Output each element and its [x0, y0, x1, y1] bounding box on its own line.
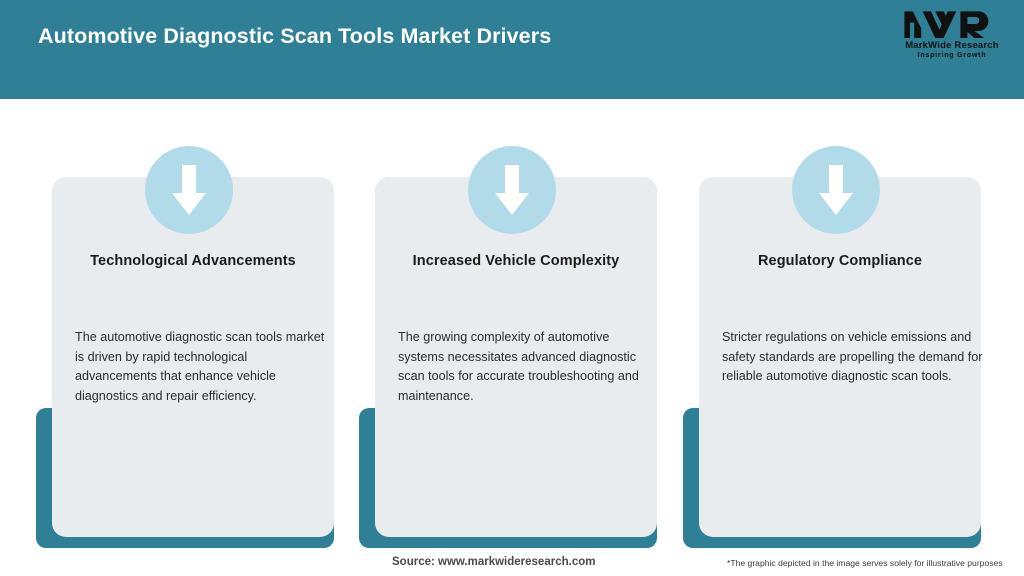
card-badge — [792, 146, 880, 234]
card-badge — [468, 146, 556, 234]
driver-card-2[interactable]: Increased Vehicle Complexity The growing… — [359, 146, 657, 548]
disclaimer-label: *The graphic depicted in the image serve… — [727, 558, 1003, 568]
mwr-logo-icon — [904, 11, 989, 38]
arrow-down-icon — [495, 165, 529, 215]
logo-tagline: Inspiring Growth — [917, 52, 987, 59]
card-title: Increased Vehicle Complexity — [412, 253, 620, 269]
card-badge — [145, 146, 233, 234]
source-label: Source: www.markwideresearch.com — [392, 556, 596, 568]
driver-card-1[interactable]: Technological Advancements The automotiv… — [36, 146, 334, 548]
driver-card-3[interactable]: Regulatory Compliance Stricter regulatio… — [683, 146, 983, 548]
card-title: Regulatory Compliance — [757, 253, 923, 269]
card-panel — [52, 177, 334, 537]
brand-logo: MarkWide Research Inspiring Growth — [896, 8, 1008, 66]
header-bar: Automotive Diagnostic Scan Tools Market … — [0, 0, 1024, 99]
card-description: Stricter regulations on vehicle emission… — [722, 330, 983, 384]
page-title: Automotive Diagnostic Scan Tools Market … — [38, 24, 552, 48]
card-panel — [699, 177, 981, 537]
arrow-down-icon — [172, 165, 206, 215]
logo-company-name: MarkWide Research — [905, 40, 999, 51]
card-description: The growing complexity of automotive sys… — [398, 330, 639, 404]
card-panel — [375, 177, 657, 537]
arrow-down-icon — [819, 165, 853, 215]
card-description: The automotive diagnostic scan tools mar… — [75, 330, 325, 404]
card-title: Technological Advancements — [90, 253, 296, 269]
